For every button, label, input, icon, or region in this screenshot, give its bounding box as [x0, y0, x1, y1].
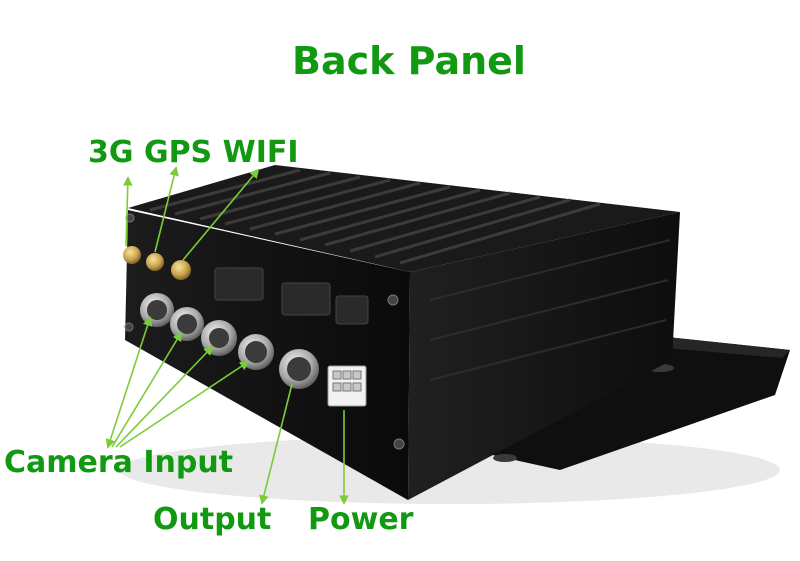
- aviation-connectors: [140, 293, 319, 389]
- antenna-ports: [123, 246, 191, 280]
- top-surface: [128, 165, 680, 272]
- power-label: Power: [308, 502, 414, 537]
- side-grooves: [429, 239, 671, 381]
- callout-arrows: [105, 166, 349, 505]
- power-connector: [327, 365, 367, 407]
- side-face: [408, 212, 680, 500]
- multi-pin-connectors: [214, 267, 369, 325]
- flange-hole: [493, 454, 517, 462]
- page-title: Back Panel: [292, 39, 526, 83]
- antenna-label: 3G GPS WIFI: [88, 135, 299, 170]
- output-label: Output: [153, 502, 272, 537]
- cooling-fins: [149, 168, 601, 265]
- camera-input-label: Camera Input: [4, 445, 234, 480]
